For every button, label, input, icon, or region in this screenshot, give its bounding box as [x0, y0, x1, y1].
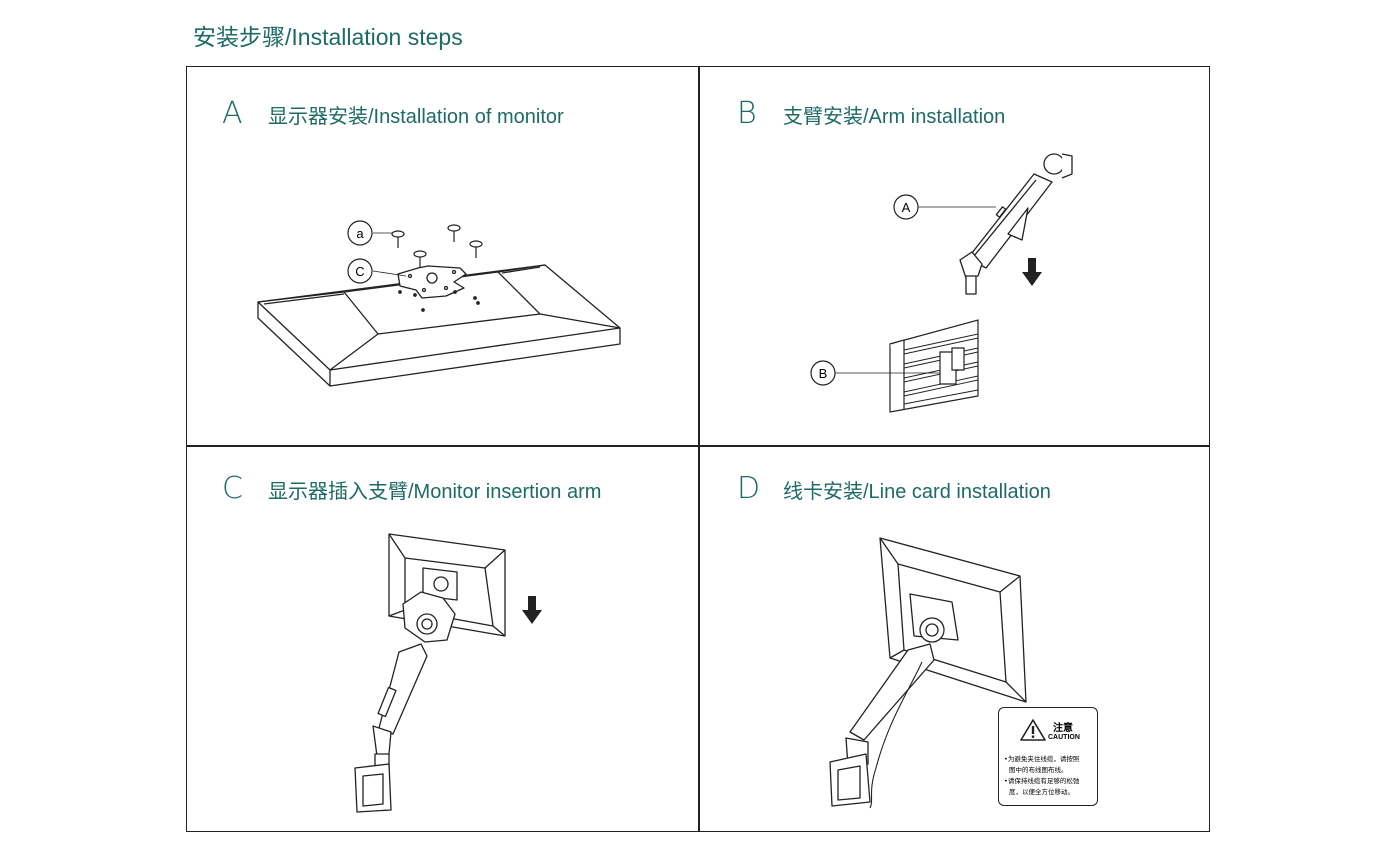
- instruction-grid: [186, 66, 1210, 832]
- warning-triangle-icon: [1020, 719, 1046, 741]
- callout-wall-mount: B: [819, 366, 828, 381]
- panel-d-label: 线卡安装/Line card installation: [783, 481, 1051, 503]
- panel-d-letter: D: [737, 471, 761, 506]
- panel-c-heading: C 显示器插入支臂/Monitor insertion arm: [222, 471, 601, 506]
- caution-subtitle: CAUTION: [1048, 734, 1080, 741]
- callout-a-screw: a: [356, 226, 364, 241]
- panel-b-letter: B: [737, 96, 757, 131]
- caution-line: 图中的布线图布线。: [1009, 766, 1068, 774]
- caution-text: •为避免夹住线缆，请按照 图中的布线图布线。 •请保持线缆有足够的松弛 度，以便…: [1004, 754, 1079, 798]
- caution-notice: 注意 CAUTION •为避免夹住线缆，请按照 图中的布线图布线。 •请保持线缆…: [998, 707, 1098, 806]
- panel-d-heading: D 线卡安装/Line card installation: [737, 471, 1051, 506]
- line-card-illustration: [818, 532, 1038, 812]
- caution-line: 度，以便全方位移动。: [1009, 788, 1074, 796]
- callout-c-plate: C: [355, 264, 364, 279]
- panel-c-letter: C: [222, 471, 243, 506]
- arm-installation-illustration: A B: [800, 148, 1100, 418]
- panel-a-heading: A 显示器安装/Installation of monitor: [222, 96, 564, 131]
- grid-divider-horizontal: [187, 445, 1209, 447]
- callout-arm: A: [902, 200, 911, 215]
- panel-c-label: 显示器插入支臂/Monitor insertion arm: [268, 481, 602, 503]
- page-title: 安装步骤/Installation steps: [193, 24, 463, 50]
- arrow-down-icon: [522, 596, 542, 624]
- monitor-insertion-illustration: [345, 528, 542, 818]
- caution-line: •请保持线缆有足够的松弛: [1004, 777, 1080, 785]
- panel-b-heading: B 支臂安装/Arm installation: [737, 96, 1005, 131]
- monitor-back-illustration: a C: [240, 210, 640, 400]
- arrow-down-icon: [1022, 258, 1042, 286]
- panel-a-label: 显示器安装/Installation of monitor: [268, 106, 564, 128]
- grid-divider-vertical: [698, 67, 700, 831]
- panel-a-letter: A: [222, 96, 243, 131]
- caution-title: 注意: [1053, 723, 1073, 734]
- caution-line: •为避免夹住线缆，请按照: [1004, 755, 1080, 763]
- panel-b-label: 支臂安装/Arm installation: [783, 106, 1006, 128]
